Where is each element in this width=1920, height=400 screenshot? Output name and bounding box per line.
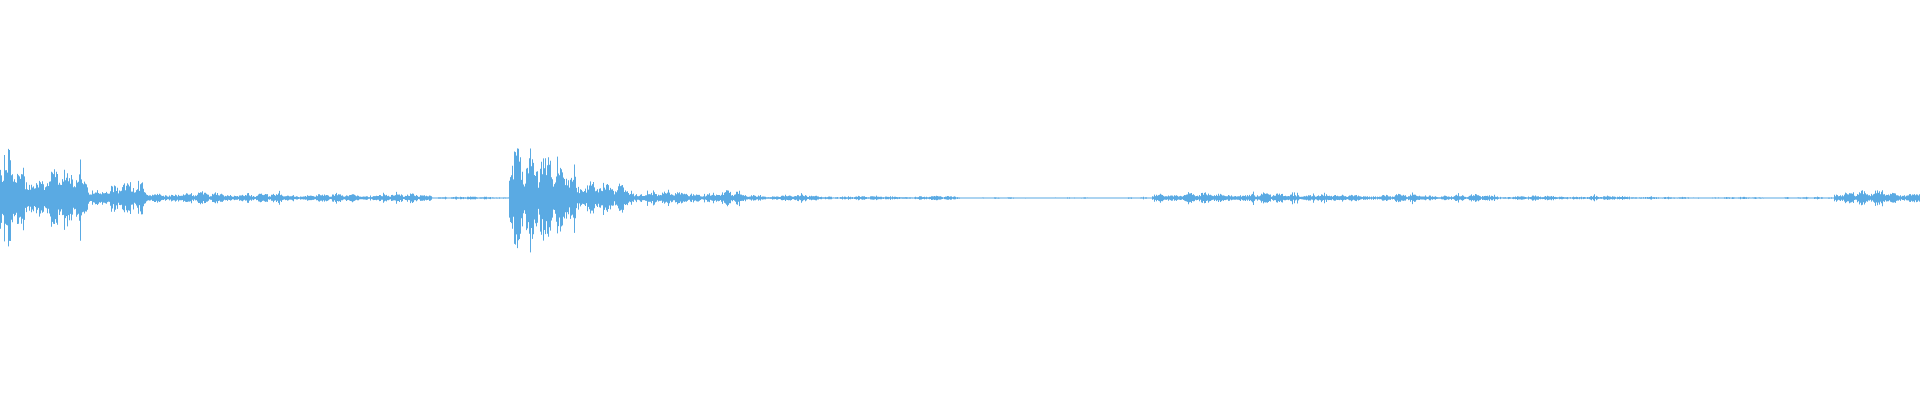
- waveform-lines: [0, 148, 1920, 253]
- waveform-path: [0, 148, 1920, 253]
